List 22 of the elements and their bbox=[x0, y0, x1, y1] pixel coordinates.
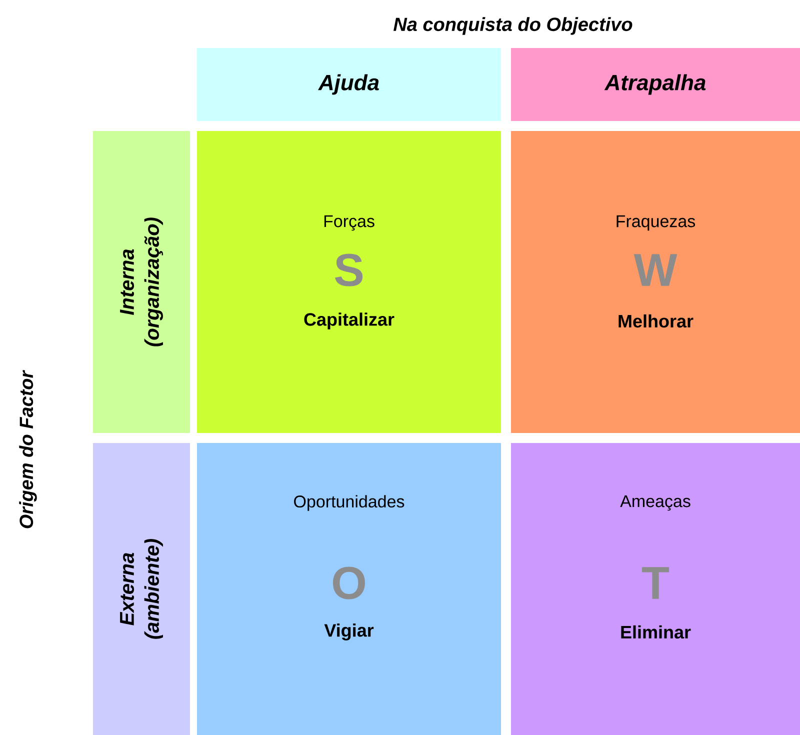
quadrant-text: Oportunidades bbox=[294, 495, 404, 511]
swot-quadrant bbox=[511, 131, 800, 433]
quadrant-letter: W bbox=[634, 254, 678, 286]
action-text: Eliminar bbox=[621, 625, 691, 639]
action-text: Melhorar bbox=[618, 314, 694, 328]
swot-quadrant bbox=[511, 443, 800, 735]
action-text: Capitalizar bbox=[304, 312, 394, 330]
row-header: Interna (organização) bbox=[93, 131, 190, 433]
axis-title: Origem do Factor bbox=[19, 370, 37, 528]
quadrant-letter: S bbox=[334, 254, 363, 286]
column-header: Ajuda bbox=[197, 48, 501, 121]
quadrant-text: Ameaças bbox=[620, 495, 690, 511]
quadrant-text: Forças bbox=[324, 215, 374, 231]
action-text: Vigiar bbox=[324, 624, 374, 640]
row-header: Externa (ambiente) bbox=[93, 443, 190, 735]
quadrant-letter: O bbox=[333, 566, 365, 600]
column-header: Atrapalha bbox=[511, 48, 800, 121]
swot-quadrant bbox=[197, 443, 501, 735]
axis-title: Na conquista do Objectivo bbox=[394, 17, 632, 35]
swot-quadrant bbox=[197, 131, 501, 433]
quadrant-letter: T bbox=[642, 567, 670, 599]
quadrant-text: Fraquezas bbox=[616, 215, 696, 231]
